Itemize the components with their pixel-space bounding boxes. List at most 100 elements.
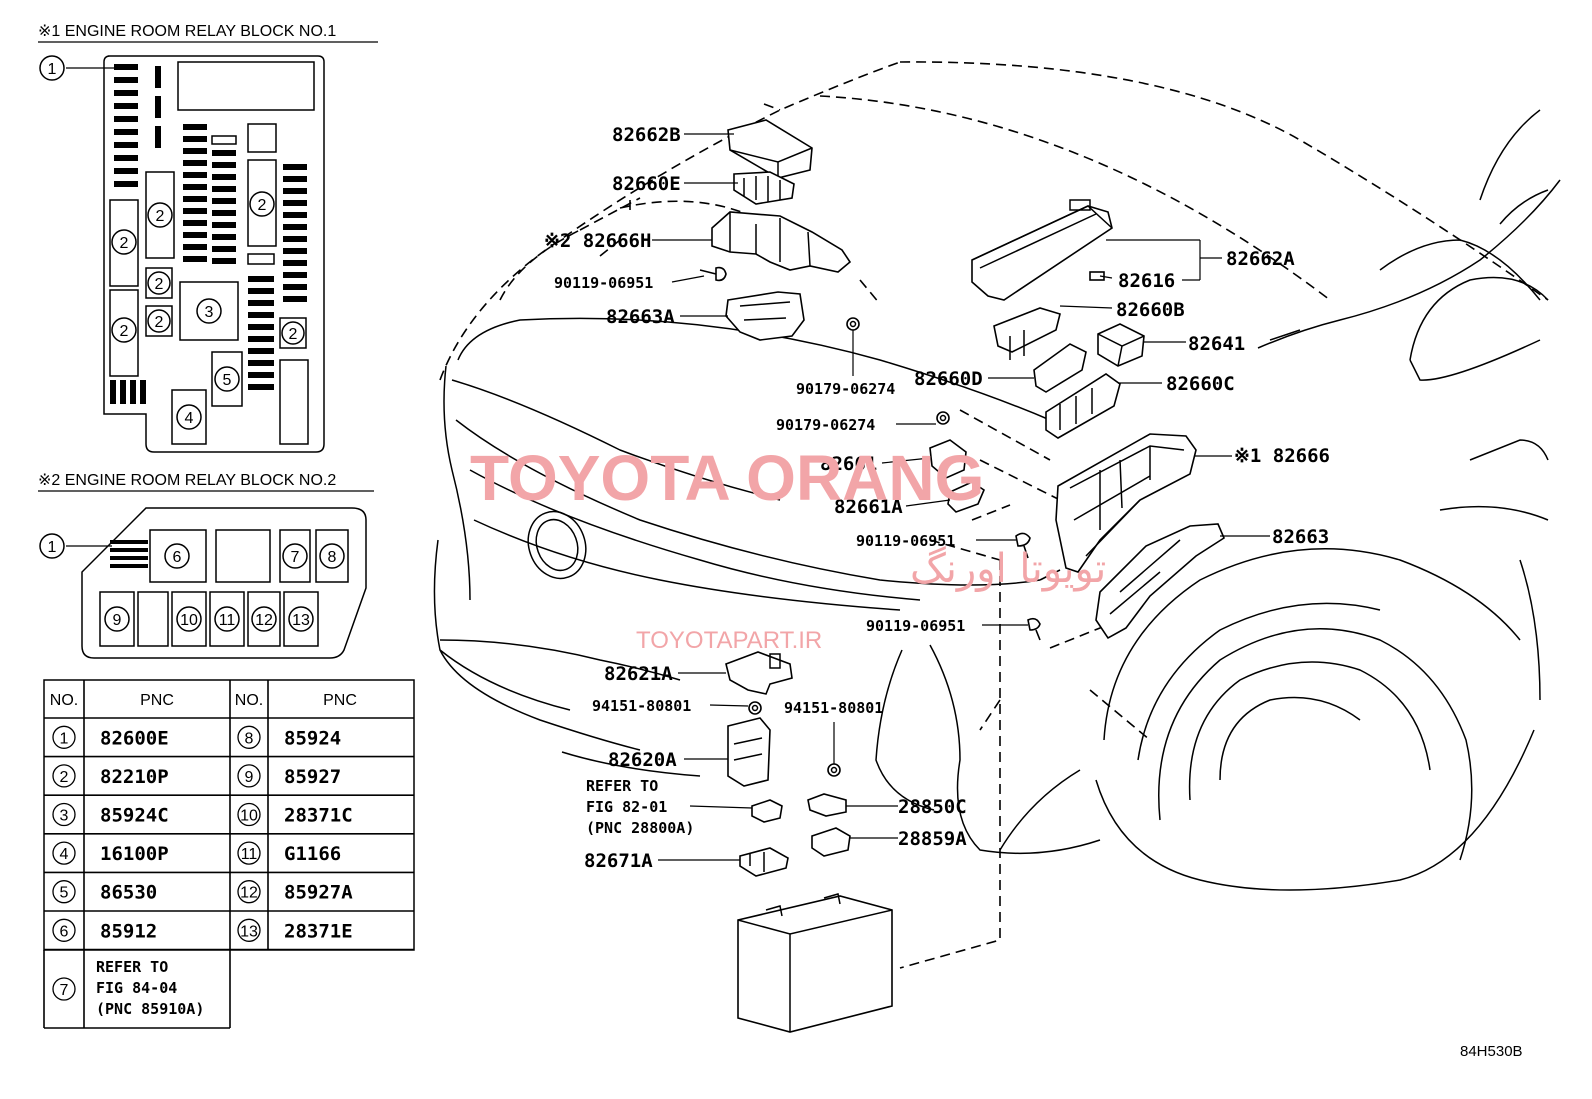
table-row: 4 16100P: [52, 841, 169, 865]
marker-1: 1: [48, 539, 57, 556]
header-pnc-right: PNC: [323, 692, 357, 709]
callout-labels: 82662B 82660E ※2 82666H 90119-06951 8266…: [544, 124, 1330, 872]
marker-2: 2: [120, 323, 129, 340]
callout-90119-c: 90119-06951: [866, 617, 965, 635]
table-row: 10 28371C: [237, 802, 353, 827]
pnc-table: NO. PNC NO. PNC 1 82600E 2 82210P 3 85924C 4 16…: [43, 679, 415, 1029]
callout-82671A: 82671A: [584, 850, 653, 872]
row-pnc: 82210P: [100, 766, 169, 788]
marker-13: 13: [292, 612, 310, 629]
callout-28859A: 28859A: [898, 828, 967, 850]
header-no-right: NO.: [235, 692, 263, 709]
row-pnc: 85924: [284, 727, 341, 749]
parts: [699, 119, 1226, 1033]
row-number: 4: [60, 846, 69, 863]
relay-block-1-title: ※1 ENGINE ROOM RELAY BLOCK NO.1: [38, 23, 336, 40]
table-row: 13 28371E: [237, 918, 353, 942]
marker-12: 12: [255, 612, 273, 629]
table-row: 9 85927: [237, 764, 341, 788]
leader-lines: [652, 133, 1270, 861]
callout-28850C: 28850C: [898, 796, 967, 818]
marker-11: 11: [219, 612, 236, 629]
callout-82660D: 82660D: [914, 368, 983, 390]
row-pnc: 28371C: [284, 805, 353, 827]
table-row: 5 86530: [52, 880, 157, 904]
row-number: 12: [240, 885, 258, 902]
watermark-brand: TOYOTA ORANG: [470, 442, 984, 514]
header-no-left: NO.: [50, 692, 78, 709]
marker-5: 5: [223, 372, 232, 389]
marker-7: 7: [291, 549, 300, 566]
marker-2: 2: [156, 208, 165, 225]
callout-90179-b: 90179-06274: [776, 416, 875, 434]
relay-block-2-title: ※2 ENGINE ROOM RELAY BLOCK NO.2: [38, 472, 336, 489]
figure-code: 84H530B: [1460, 1043, 1523, 1060]
watermark: TOYOTA ORANG تویوتا اورنگ TOYOTAPART.IR: [470, 442, 1106, 654]
callout-82621A: 82621A: [604, 663, 673, 685]
callout-82661A: 82661A: [834, 496, 903, 518]
callout-82641: 82641: [1188, 333, 1245, 355]
callout-82663A: 82663A: [606, 306, 675, 328]
marker-1: 1: [48, 61, 57, 78]
refer-line-2: FIG 82-01: [586, 798, 667, 816]
callout-82660E: 82660E: [612, 173, 681, 195]
table-row: 11 G1166: [237, 841, 341, 865]
marker-6: 6: [173, 549, 182, 566]
row-pnc: G1166: [284, 843, 341, 865]
callout-90119-b: 90119-06951: [856, 532, 955, 550]
callout-82666H: ※2 82666H: [544, 230, 651, 252]
callout-94151-a: 94151-80801: [592, 697, 691, 715]
marker-2: 2: [155, 314, 164, 331]
row-number: 11: [241, 846, 258, 863]
marker-2: 2: [258, 197, 267, 214]
row-pnc: 85927: [284, 766, 341, 788]
marker-10: 10: [180, 612, 198, 629]
row-number: 7: [60, 982, 69, 999]
table-row: 12 85927A: [237, 880, 353, 904]
row-number: 1: [60, 730, 69, 747]
watermark-site: TOYOTAPART.IR: [636, 627, 822, 654]
callout-90179-a: 90179-06274: [796, 380, 895, 398]
callout-82620A: 82620A: [608, 749, 677, 771]
row-number: 10: [240, 808, 258, 825]
callout-82616: 82616: [1118, 270, 1175, 292]
callout-82661: 82661: [820, 453, 877, 475]
relay-block-1: ※1 ENGINE ROOM RELAY BLOCK NO.1: [38, 23, 378, 453]
marker-2: 2: [155, 276, 164, 293]
table-row: 2 82210P: [52, 764, 169, 788]
marker-9: 9: [113, 612, 122, 629]
header-pnc-left: PNC: [140, 692, 174, 709]
row-number: 6: [60, 923, 69, 940]
row-pnc: 86530: [100, 882, 157, 904]
callout-82663: 82663: [1272, 526, 1329, 548]
row-number: 5: [60, 885, 69, 902]
row-number: 9: [245, 769, 254, 786]
table-row: 1 82600E: [52, 725, 169, 749]
row-number: 3: [60, 808, 69, 825]
row-pnc: 28371E: [284, 920, 353, 942]
row-pnc: 85927A: [284, 882, 353, 904]
watermark-brand-fa: تویوتا اورنگ: [910, 546, 1106, 592]
relay-block-2: ※2 ENGINE ROOM RELAY BLOCK NO.2 1 6 7 8 …: [38, 472, 374, 659]
row-pnc: 16100P: [100, 843, 169, 865]
row-pnc: 85924C: [100, 805, 169, 827]
refer-line-3: (PNC 28800A): [586, 819, 694, 837]
callout-82662B: 82662B: [612, 124, 681, 146]
callout-82662A: 82662A: [1226, 248, 1295, 270]
marker-4: 4: [185, 410, 194, 427]
callout-82660C: 82660C: [1166, 373, 1235, 395]
marker-2: 2: [120, 235, 129, 252]
marker-2: 2: [289, 326, 298, 343]
row-number: 13: [240, 923, 258, 940]
table-row: 3 85924C: [52, 802, 169, 827]
marker-8: 8: [328, 549, 337, 566]
refer-line-1: REFER TO: [586, 777, 658, 795]
row-pnc: 85912: [100, 920, 157, 942]
row-number: 2: [60, 769, 69, 786]
row-pnc: 82600E: [100, 727, 169, 749]
marker-3: 3: [205, 304, 214, 321]
table-row: 6 85912: [52, 918, 157, 942]
